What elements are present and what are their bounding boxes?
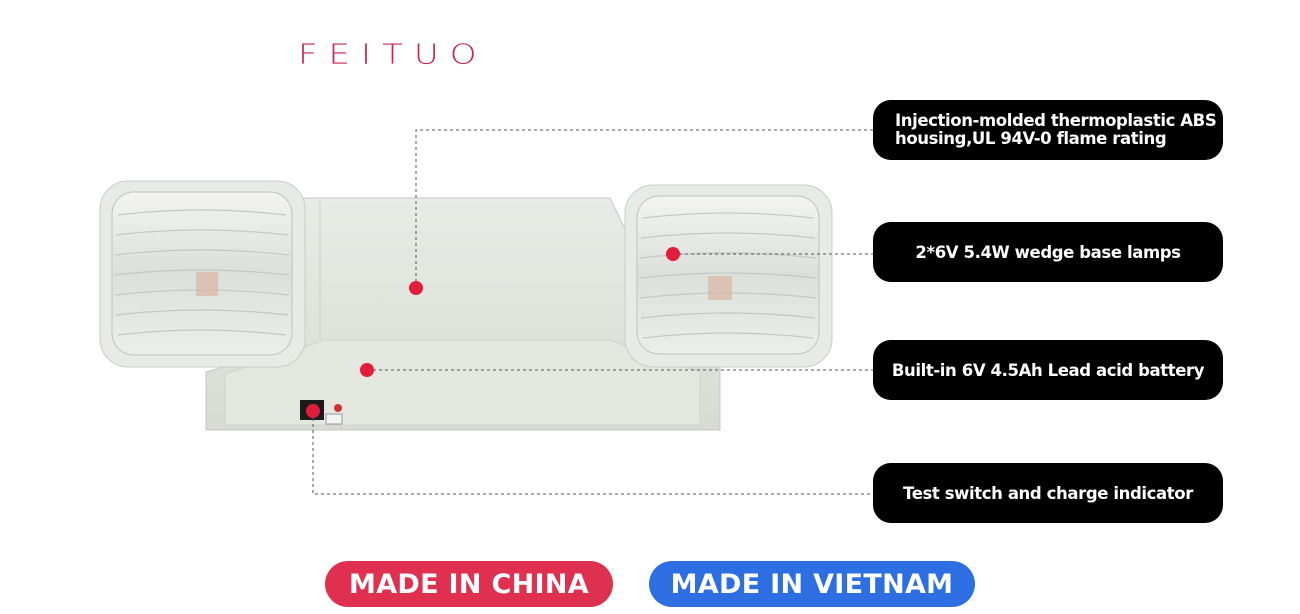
- made-in-china-badge: MADE IN CHINA: [325, 561, 613, 607]
- marker-battery: [360, 363, 374, 377]
- callout-housing-line1: Injection-molded thermoplastic ABS: [895, 111, 1217, 130]
- marker-housing: [409, 281, 423, 295]
- made-in-vietnam-label: MADE IN VIETNAM: [670, 568, 954, 600]
- callout-switch-text: Test switch and charge indicator: [903, 483, 1193, 503]
- made-in-vietnam-badge: MADE IN VIETNAM: [649, 561, 975, 607]
- callout-housing-line2: housing,UL 94V-0 flame rating: [895, 129, 1167, 148]
- left-lamp-head: [99, 180, 306, 368]
- marker-lamps: [666, 247, 680, 261]
- housing: [205, 197, 721, 431]
- callout-lamps-text: 2*6V 5.4W wedge base lamps: [915, 242, 1181, 262]
- callout-housing: Injection-molded thermoplastic ABS housi…: [873, 100, 1223, 160]
- marker-dots: [306, 247, 680, 418]
- callout-switch: Test switch and charge indicator: [873, 463, 1223, 523]
- charge-indicator: [334, 404, 342, 412]
- made-in-china-label: MADE IN CHINA: [349, 568, 589, 600]
- callout-battery: Built-in 6V 4.5Ah Lead acid battery: [873, 340, 1223, 400]
- callout-lamps: 2*6V 5.4W wedge base lamps: [873, 222, 1223, 282]
- marker-switch: [306, 404, 320, 418]
- brand-logo: FEITUO: [298, 38, 488, 71]
- leader-lines: [312, 129, 873, 495]
- right-lamp-head: [624, 184, 833, 368]
- callout-battery-text: Built-in 6V 4.5Ah Lead acid battery: [891, 360, 1205, 380]
